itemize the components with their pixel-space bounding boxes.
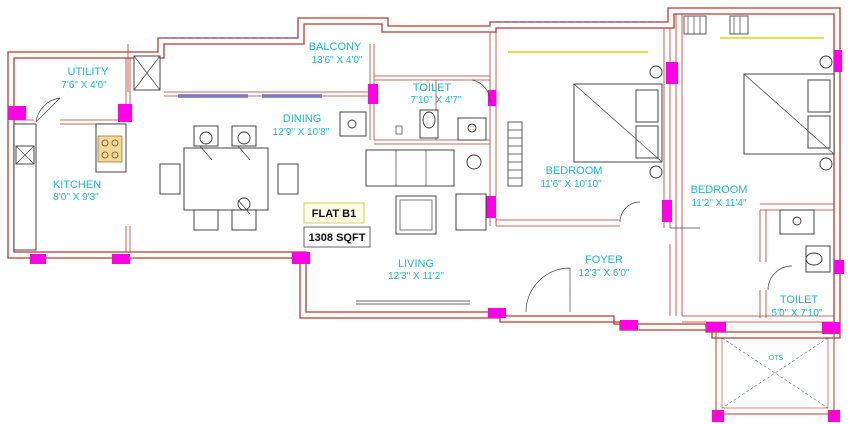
room-size-bedroom2: 11'2" X 11'4" <box>691 198 746 209</box>
room-size-toilet2: 5'0" X 7'10" <box>772 308 823 319</box>
toilet2-fixtures <box>767 209 831 291</box>
room-name-ots: OTS <box>769 355 784 362</box>
room-size-dining: 12'9" X 10'8" <box>273 127 330 138</box>
room-name-balcony: BALCONY <box>309 41 362 53</box>
room-name-bedroom1: BEDROOM <box>546 165 603 177</box>
room-name-utility: UTILITY <box>68 66 110 78</box>
room-name-kitchen: KITCHEN <box>53 179 101 191</box>
room-size-balcony: 13'6" X 4'0" <box>312 55 363 66</box>
room-name-dining: DINING <box>283 113 322 125</box>
room-name-living: LIVING <box>398 258 434 270</box>
room-name-bedroom2: BEDROOM <box>691 184 748 196</box>
columns <box>8 50 844 422</box>
flat-tag: FLAT B1 1308 SQFT <box>303 202 371 248</box>
flat-name: FLAT B1 <box>312 208 356 220</box>
room-size-foyer: 12'3" X 6'0" <box>579 268 630 279</box>
room-name-toilet1: TOILET <box>413 82 452 94</box>
flat-area: 1308 SQFT <box>309 232 366 244</box>
dining-table <box>159 125 299 231</box>
room-size-kitchen: 8'0" X 9'3" <box>53 192 99 203</box>
ots-shaft <box>715 331 835 415</box>
foyer-door <box>525 267 571 313</box>
room-name-foyer: FOYER <box>585 254 623 266</box>
room-name-toilet2: TOILET <box>780 294 819 306</box>
duct-box <box>133 55 161 91</box>
room-size-toilet1: 7'10" X 4'7" <box>411 95 462 106</box>
bedroom1-bed <box>573 65 663 223</box>
kitchen-door <box>35 97 61 123</box>
bedroom2-bed <box>683 15 835 171</box>
room-size-living: 12'3" X 11'2" <box>388 271 444 282</box>
room-labels: BALCONY 13'6" X 4'0" UTILITY 7'6" X 4'0"… <box>53 41 823 362</box>
toilet1-fixtures <box>339 79 491 141</box>
kitchen-counter <box>13 123 127 251</box>
room-size-utility: 7'6" X 4'0" <box>61 80 107 91</box>
room-size-bedroom1: 11'6" X 10'10" <box>540 179 602 190</box>
living-sofa <box>365 121 523 235</box>
